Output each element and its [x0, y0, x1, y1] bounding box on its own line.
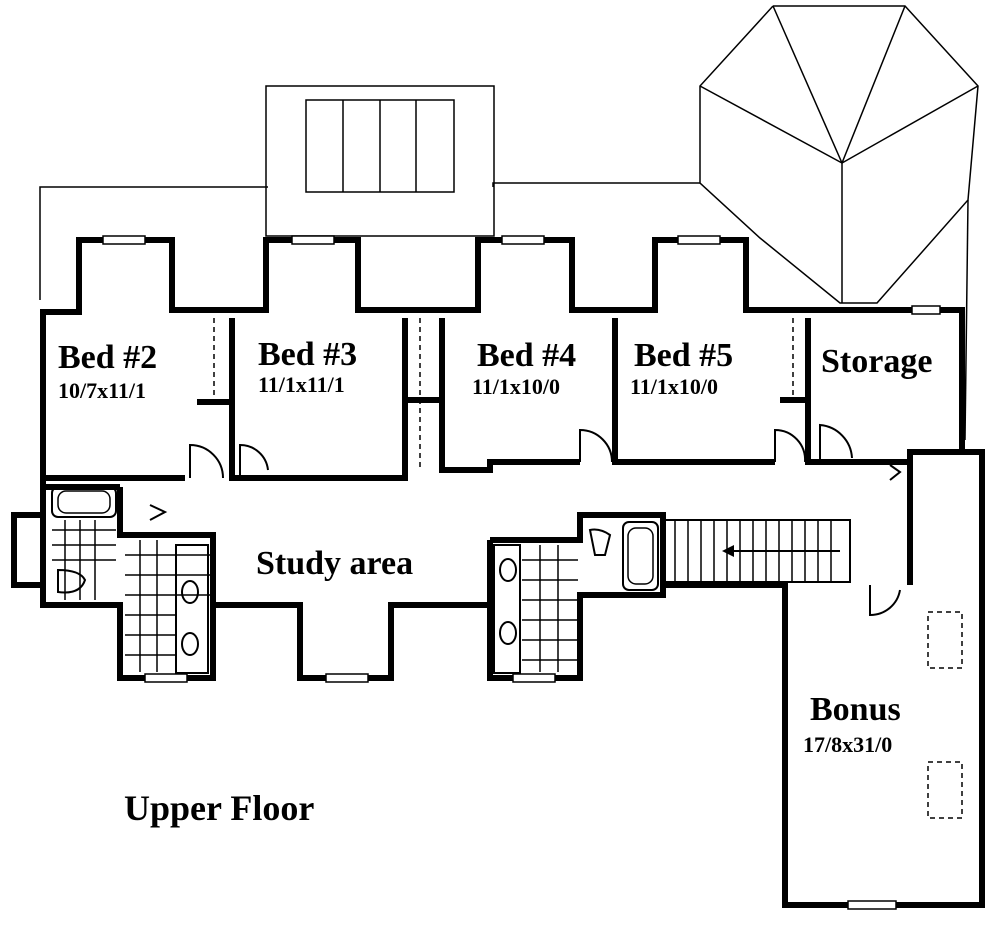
interior-walls: [43, 318, 910, 605]
bed4-dim: 11/1x10/0: [472, 374, 560, 399]
skylights: [927, 611, 963, 819]
bed2-name: Bed #2: [58, 339, 157, 376]
storage-name: Storage: [821, 343, 932, 380]
bonus-dim: 17/8x31/0: [803, 732, 892, 757]
bed5-name: Bed #5: [634, 337, 733, 374]
study-name: Study area: [256, 545, 413, 582]
windows: [102, 235, 941, 910]
bathroom-left: [51, 486, 210, 674]
roof-outline: [39, 5, 979, 441]
bed2-dim: 10/7x11/1: [58, 378, 146, 403]
stairs: [664, 519, 851, 583]
bathroom-right: [493, 521, 659, 674]
bed4-name: Bed #4: [477, 337, 576, 374]
bed5-dim: 11/1x10/0: [630, 374, 718, 399]
doors: [149, 423, 902, 617]
closets: [213, 318, 794, 470]
bed3-dim: 11/1x11/1: [258, 372, 345, 397]
floor-title: Upper Floor: [124, 788, 314, 828]
bonus-name: Bonus: [810, 691, 901, 728]
bed3-name: Bed #3: [258, 336, 357, 373]
